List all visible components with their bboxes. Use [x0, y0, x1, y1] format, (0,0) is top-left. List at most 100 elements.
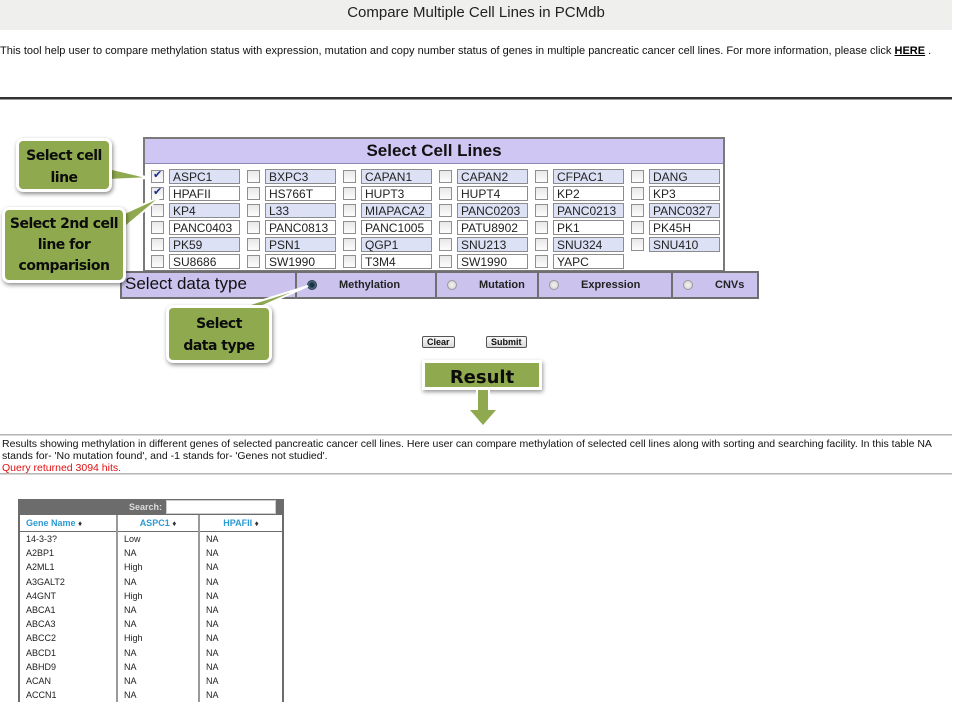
cell-line-option[interactable]: HS766T — [242, 185, 338, 201]
cell-line-checkbox[interactable] — [247, 254, 260, 268]
cell-line-checkbox[interactable] — [439, 254, 452, 268]
column-header-sortable[interactable]: HPAFII ♦ — [198, 515, 282, 532]
cell-line-option[interactable]: PANC0327 — [626, 202, 722, 218]
cell-line-checkbox[interactable] — [151, 168, 164, 183]
cell-line-option[interactable]: KP3 — [626, 185, 722, 201]
cell-line-checkbox[interactable] — [343, 203, 356, 217]
radio-button[interactable] — [683, 280, 693, 290]
cell-line-checkbox[interactable] — [151, 220, 164, 234]
search-input[interactable] — [166, 500, 276, 514]
cell-line-option[interactable]: L33 — [242, 202, 338, 218]
data-type-option-methylation[interactable]: Methylation — [297, 273, 437, 297]
data-type-option-label: Mutation — [479, 279, 525, 291]
cell-line-checkbox[interactable] — [631, 220, 644, 234]
submit-button[interactable]: Submit — [486, 336, 527, 348]
sort-icon[interactable]: ♦ — [172, 519, 177, 528]
cell-line-checkbox[interactable] — [247, 220, 260, 234]
cell-line-option[interactable]: CFPAC1 — [530, 168, 626, 184]
cell-line-option[interactable]: CAPAN2 — [434, 168, 530, 184]
status-cell: NA — [198, 673, 282, 689]
cell-line-option[interactable]: PANC0203 — [434, 202, 530, 218]
radio-button[interactable] — [307, 280, 317, 290]
cell-line-checkbox[interactable] — [631, 237, 644, 251]
cell-line-option[interactable]: SU8686 — [146, 253, 242, 269]
status-cell: High — [116, 588, 199, 603]
cell-line-checkbox[interactable] — [535, 203, 548, 217]
cell-line-checkbox[interactable] — [151, 237, 164, 251]
cell-line-checkbox[interactable] — [151, 203, 164, 217]
cell-line-checkbox[interactable] — [151, 254, 164, 268]
cell-line-option[interactable]: PANC0813 — [242, 219, 338, 235]
cell-line-checkbox[interactable] — [535, 237, 548, 251]
cell-line-option[interactable]: KP2 — [530, 185, 626, 201]
cell-line-option[interactable]: QGP1 — [338, 236, 434, 252]
sort-icon[interactable]: ♦ — [254, 519, 259, 528]
cell-line-checkbox[interactable] — [247, 186, 260, 200]
column-header-sortable[interactable]: ASPC1 ♦ — [116, 515, 199, 532]
cell-line-checkbox[interactable] — [439, 169, 452, 183]
cell-line-checkbox[interactable] — [535, 169, 548, 183]
cell-line-option[interactable]: PANC0213 — [530, 202, 626, 218]
cell-line-option[interactable]: SW1990 — [242, 253, 338, 269]
cell-line-option[interactable]: PK45H — [626, 219, 722, 235]
cell-line-checkbox[interactable] — [439, 237, 452, 251]
cell-line-checkbox[interactable] — [247, 203, 260, 217]
cell-line-checkbox[interactable] — [631, 169, 644, 183]
cell-line-label: T3M4 — [361, 253, 432, 269]
cell-line-option[interactable]: PANC0403 — [146, 219, 242, 235]
cell-line-checkbox[interactable] — [343, 169, 356, 183]
cell-line-option[interactable]: HUPT4 — [434, 185, 530, 201]
cell-line-checkbox[interactable] — [343, 254, 356, 268]
cell-line-option[interactable]: SNU410 — [626, 236, 722, 252]
cell-line-checkbox[interactable] — [535, 186, 548, 200]
cell-line-checkbox[interactable] — [247, 237, 260, 251]
sort-icon[interactable]: ♦ — [78, 519, 83, 528]
result-arrow-down-icon — [470, 410, 496, 425]
cell-line-checkbox[interactable] — [343, 237, 356, 251]
cell-line-option[interactable]: PK59 — [146, 236, 242, 252]
cell-line-option[interactable]: PSN1 — [242, 236, 338, 252]
status-cell: NA — [116, 546, 199, 561]
cell-line-option[interactable]: SW1990 — [434, 253, 530, 269]
cell-line-label: L33 — [265, 202, 336, 218]
cell-line-option[interactable]: KP4 — [146, 202, 242, 218]
cell-line-checkbox[interactable] — [439, 203, 452, 217]
cell-line-checkbox[interactable] — [535, 220, 548, 234]
radio-button[interactable] — [447, 280, 457, 290]
cell-line-option[interactable]: PANC1005 — [338, 219, 434, 235]
cell-line-checkbox[interactable] — [247, 169, 260, 183]
cell-line-option[interactable]: T3M4 — [338, 253, 434, 269]
cell-line-checkbox[interactable] — [535, 254, 548, 268]
cell-line-option[interactable]: ASPC1 — [146, 168, 242, 184]
gene-name-cell: A4GNT — [26, 590, 57, 601]
cell-line-checkbox[interactable] — [151, 185, 164, 200]
cell-line-checkbox[interactable] — [631, 203, 644, 217]
cell-line-option[interactable]: PATU8902 — [434, 219, 530, 235]
cell-line-checkbox[interactable] — [439, 186, 452, 200]
cell-line-option[interactable]: PK1 — [530, 219, 626, 235]
clear-button[interactable]: Clear — [422, 336, 455, 348]
cell-line-option[interactable]: YAPC — [530, 253, 626, 269]
data-type-option-mutation[interactable]: Mutation — [437, 273, 539, 297]
cell-line-option[interactable]: MIAPACA2 — [338, 202, 434, 218]
cell-line-checkbox[interactable] — [343, 186, 356, 200]
data-type-option-cnvs[interactable]: CNVs — [673, 273, 757, 297]
data-type-option-expression[interactable]: Expression — [539, 273, 673, 297]
cell-line-option[interactable]: SNU324 — [530, 236, 626, 252]
radio-button[interactable] — [549, 280, 559, 290]
cell-line-option[interactable]: HUPT3 — [338, 185, 434, 201]
cell-line-checkbox[interactable] — [343, 220, 356, 234]
cell-line-option[interactable]: BXPC3 — [242, 168, 338, 184]
column-header-sortable[interactable]: Gene Name ♦ — [20, 515, 117, 532]
cell-line-label: PANC0213 — [553, 202, 624, 218]
cell-line-checkbox[interactable] — [631, 186, 644, 200]
cell-line-option[interactable]: HPAFII — [146, 185, 242, 201]
cell-line-label: CAPAN2 — [457, 168, 528, 184]
cell-line-checkbox[interactable] — [439, 220, 452, 234]
cell-line-option[interactable]: DANG — [626, 168, 722, 184]
cell-line-option[interactable]: CAPAN1 — [338, 168, 434, 184]
cell-line-option[interactable]: SNU213 — [434, 236, 530, 252]
help-link[interactable]: HERE — [894, 45, 926, 57]
